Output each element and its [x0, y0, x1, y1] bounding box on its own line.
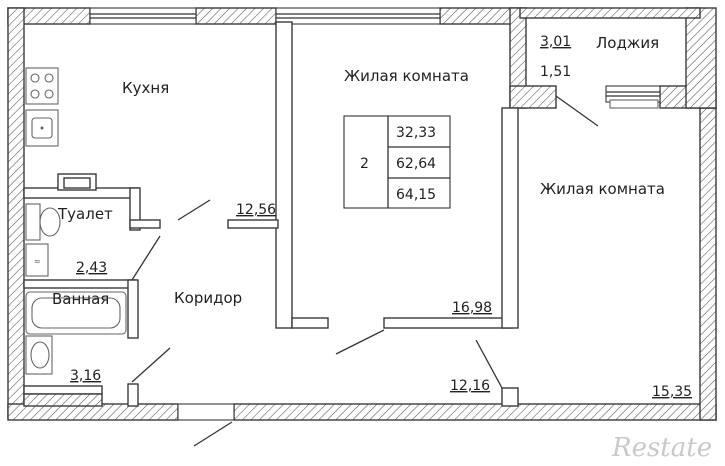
bathroom-area: 3,16 — [70, 368, 101, 384]
wall-toilet-bath — [23, 279, 137, 289]
wall-loggia-stub-left — [509, 85, 557, 109]
wall-bottom-right — [233, 403, 717, 421]
wall-bath-right-bottom — [127, 383, 139, 407]
wall-kitchen-living — [275, 21, 293, 329]
loggia-area-reduced: 1,51 — [540, 64, 571, 80]
loggia-area: 3,01 — [540, 34, 571, 50]
door-entry — [193, 421, 233, 447]
vent-shaft-inner — [63, 177, 91, 189]
living-room-1-area: 16,98 — [452, 300, 492, 316]
watermark-logo: Restate — [611, 433, 712, 463]
kitchen-sink-icon — [25, 109, 59, 147]
windows — [89, 7, 661, 421]
wall-right — [699, 107, 717, 421]
wall-loggia-right — [685, 7, 717, 109]
washer-icon: ≈ — [25, 243, 49, 277]
wall-left — [7, 7, 25, 419]
interior-walls — [23, 21, 519, 407]
window-living-room — [275, 7, 441, 25]
window-loggia-door — [605, 85, 661, 103]
doors — [131, 95, 599, 447]
living-room-2-label: Жилая комната — [540, 180, 665, 198]
living-room-1-label: Жилая комната — [344, 67, 469, 85]
stove-icon — [25, 67, 59, 105]
door-loggia — [555, 95, 599, 127]
wall-loggia-top — [519, 7, 701, 19]
fixtures: ≈ — [25, 67, 659, 375]
toilet-area: 2,43 — [76, 260, 107, 276]
wall-bath-bottom — [23, 385, 103, 395]
window-entry — [177, 403, 235, 421]
wall-divider-bottom — [501, 387, 519, 407]
total-area-with-loggia: 64,15 — [396, 187, 436, 203]
door-bathroom — [131, 347, 171, 383]
corridor-label: Коридор — [174, 289, 242, 307]
total-area: 62,64 — [396, 156, 436, 172]
wall-bath-duct — [23, 393, 103, 407]
corridor-area: 12,16 — [450, 378, 490, 394]
radiator-icon — [609, 99, 659, 109]
bathtub-icon — [25, 291, 127, 335]
wall-toilet-right-top — [129, 187, 141, 231]
wall-top-right — [439, 7, 521, 25]
door-living-2 — [475, 339, 503, 389]
wall-living-stub — [291, 317, 329, 329]
rooms-count: 2 — [360, 156, 369, 172]
wall-kitchen-stub — [227, 219, 279, 229]
room-labels: Кухня 12,56 Жилая комната 16,98 Жилая ко… — [52, 34, 692, 400]
loggia-label: Лоджия — [596, 34, 659, 52]
wall-bath-right — [127, 279, 139, 339]
area-summary-table: 2 32,33 62,64 64,15 — [343, 115, 451, 209]
living-room-2-area: 15,35 — [652, 384, 692, 400]
toilet-label: Туалет — [57, 205, 113, 223]
wall-living-divider — [501, 107, 519, 329]
svg-text:≈: ≈ — [34, 257, 41, 266]
kitchen-label: Кухня — [122, 79, 169, 97]
kitchen-area: 12,56 — [236, 202, 276, 218]
door-toilet — [131, 235, 161, 281]
wash-basin-icon — [25, 335, 53, 375]
exterior-walls — [7, 7, 717, 421]
toilet-icon — [25, 203, 61, 241]
wall-toilet-door-stub — [129, 219, 161, 229]
door-kitchen — [177, 199, 211, 221]
wall-top-mid — [195, 7, 277, 25]
bathroom-label: Ванная — [52, 290, 109, 308]
living-area: 32,33 — [396, 125, 436, 141]
door-living-1 — [335, 329, 385, 355]
window-kitchen — [89, 7, 197, 25]
wall-living-bottom — [383, 317, 513, 329]
